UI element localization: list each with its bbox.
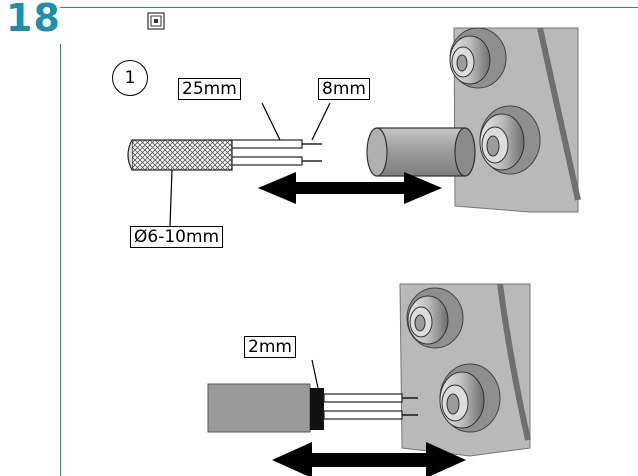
wire-end-label: 8mm	[318, 78, 370, 100]
sheath-gap-label: 2mm	[244, 336, 296, 358]
page-number: 18	[6, 0, 61, 40]
step-number: 1	[112, 60, 148, 96]
cable-gland-icon	[449, 27, 581, 213]
cable-gland-icon	[399, 283, 531, 457]
margin-rule	[60, 44, 61, 476]
cable-sleeve	[366, 127, 476, 177]
header-rule	[60, 7, 638, 8]
square-in-square-icon	[147, 12, 165, 30]
cable-diameter-label: Ø6-10mm	[130, 226, 224, 248]
double-arrow-icon	[272, 442, 466, 476]
sleeved-cable	[207, 383, 418, 433]
stripped-cable	[127, 139, 322, 171]
label-leaders-bottom	[311, 359, 319, 389]
strip-length-label: 25mm	[178, 78, 241, 100]
double-arrow-icon	[258, 172, 442, 204]
label-leaders-top	[169, 102, 331, 227]
